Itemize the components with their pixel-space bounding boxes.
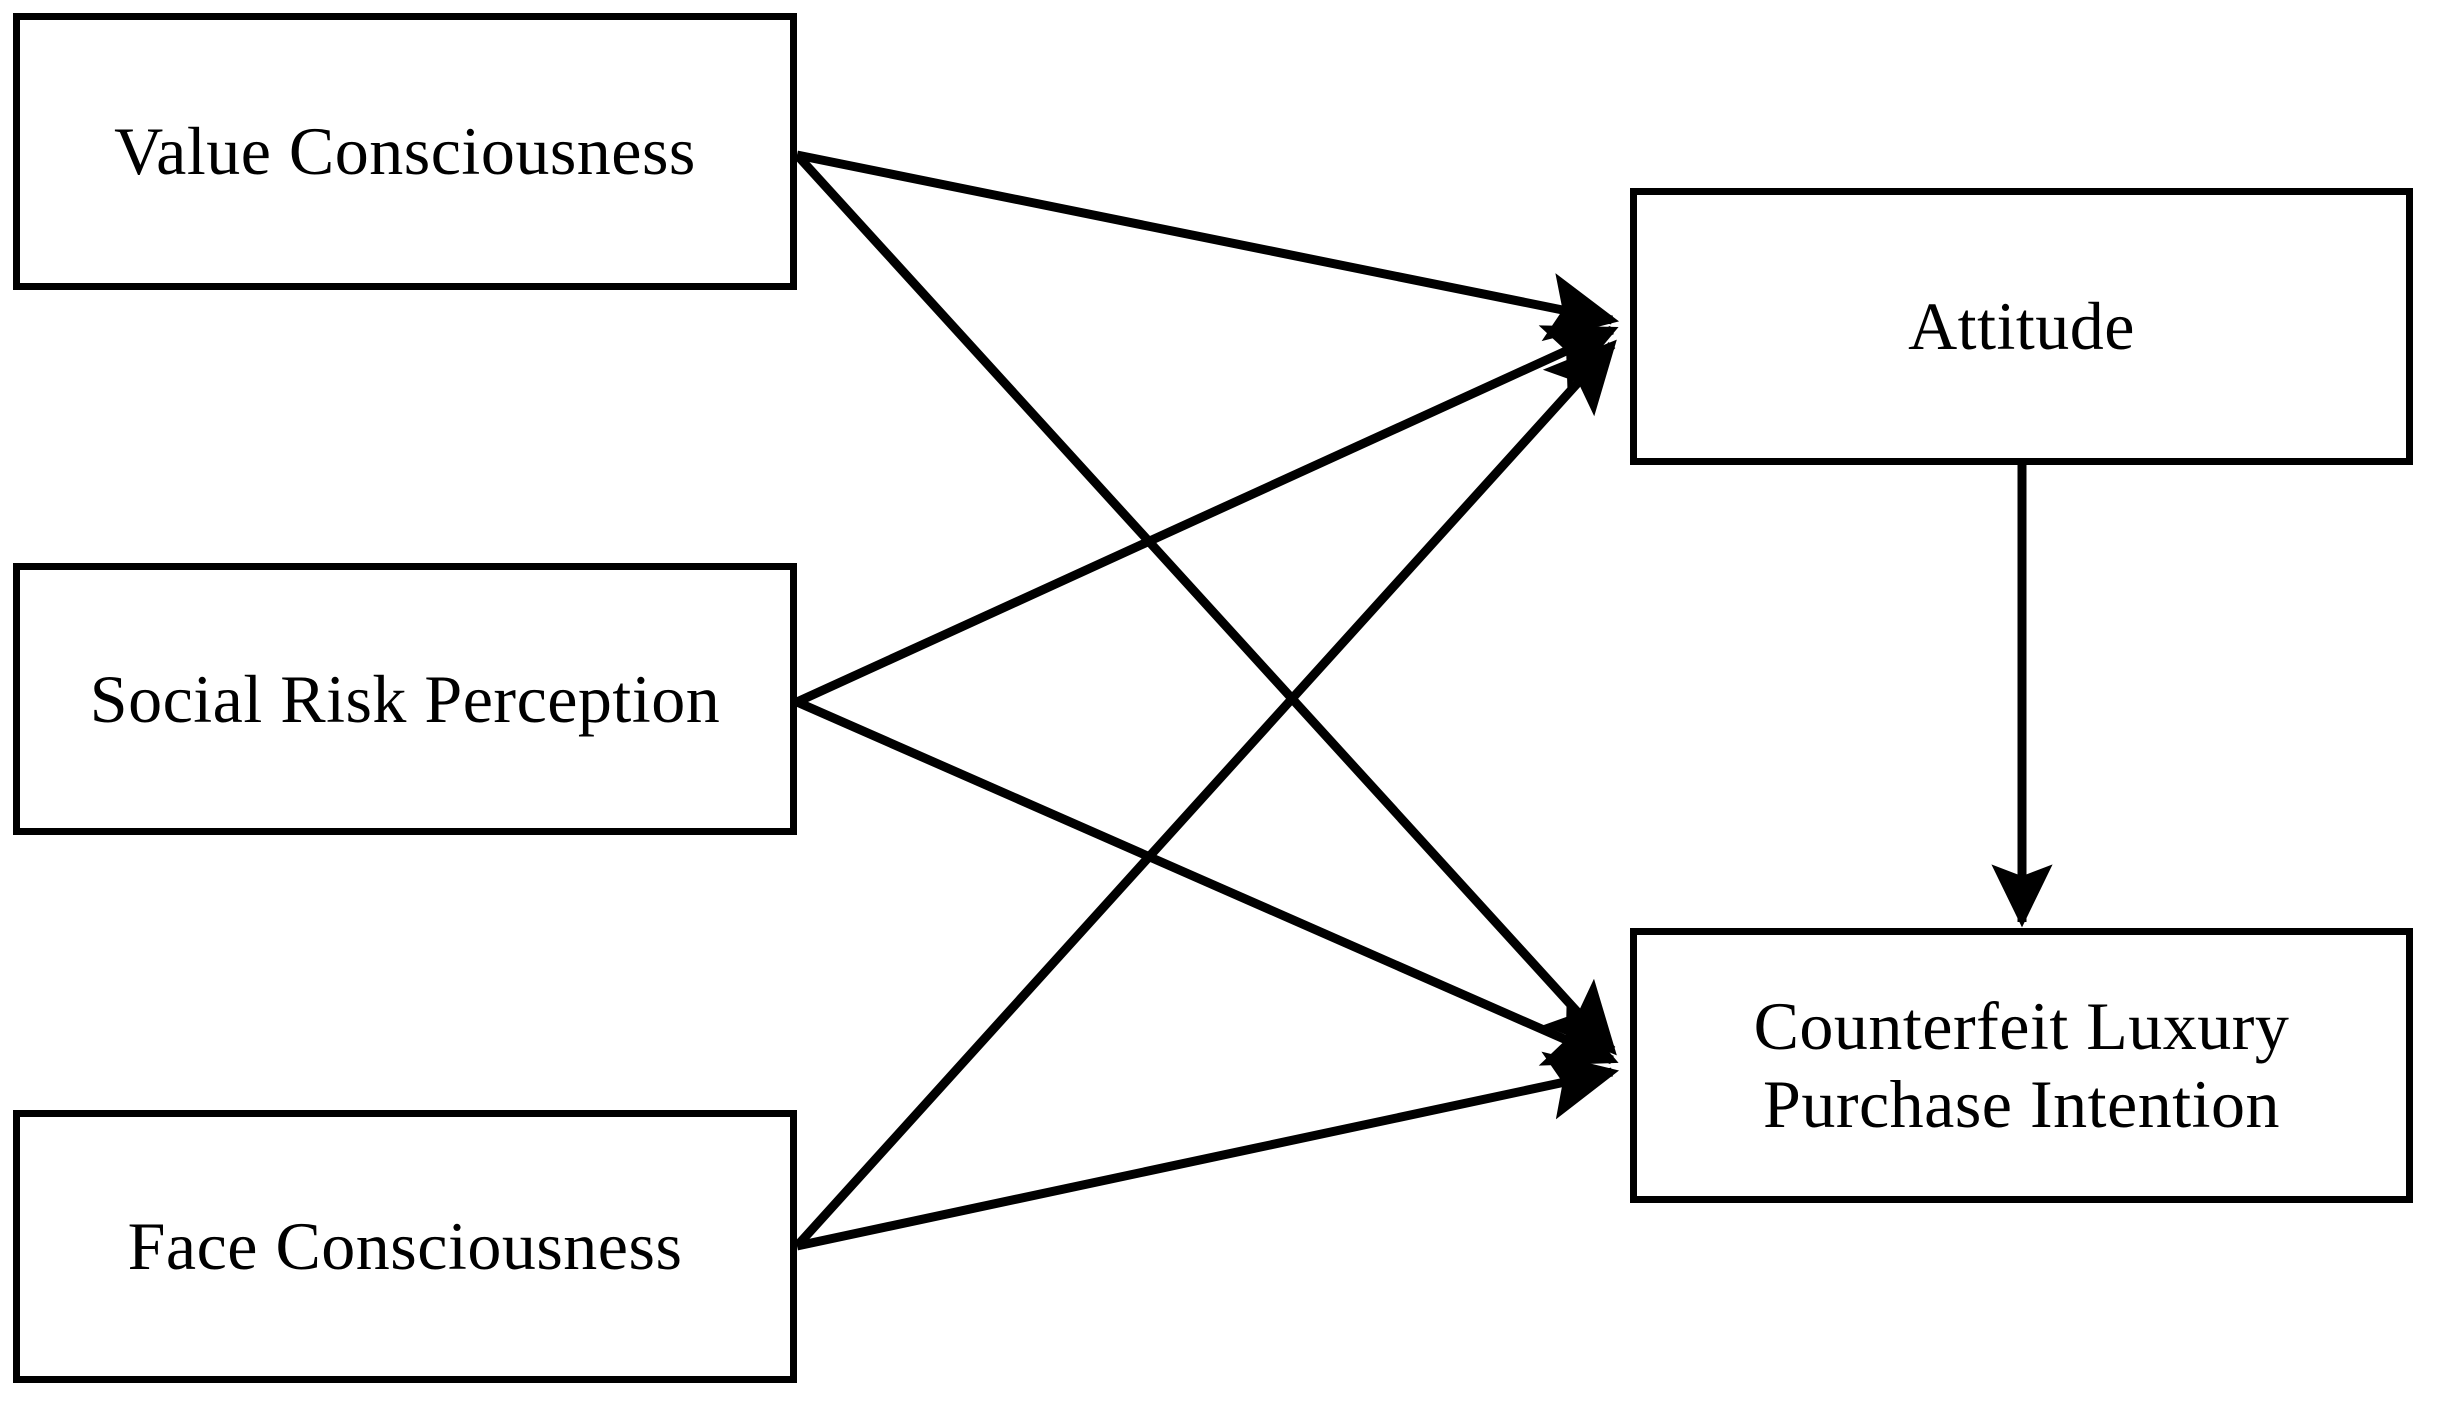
edge-face-consciousness-to-attitude <box>793 339 1617 1250</box>
node-label-social-risk-perception: Social Risk Perception <box>89 660 721 737</box>
edge-social-risk-perception-to-purchase-intention <box>795 697 1619 1066</box>
node-social-risk-perception[interactable]: Social Risk Perception <box>13 563 797 835</box>
node-label-counterfeit-luxury-purchase-intention: Counterfeit Luxury Purchase Intention <box>1753 987 2290 1142</box>
edge-social-risk-perception-to-attitude <box>795 325 1619 707</box>
edge-value-consciousness-to-attitude <box>796 150 1620 342</box>
node-label-attitude: Attitude <box>1908 288 2135 365</box>
edge-face-consciousness-to-purchase-intention <box>796 1051 1620 1251</box>
node-counterfeit-luxury-purchase-intention[interactable]: Counterfeit Luxury Purchase Intention <box>1630 928 2413 1203</box>
node-label-face-consciousness: Face Consciousness <box>127 1208 683 1285</box>
node-face-consciousness[interactable]: Face Consciousness <box>13 1110 797 1383</box>
node-value-consciousness[interactable]: Value Consciousness <box>13 13 797 290</box>
edge-value-consciousness-to-purchase-intention <box>793 151 1617 1056</box>
node-attitude[interactable]: Attitude <box>1630 188 2413 465</box>
node-label-value-consciousness: Value Consciousness <box>114 113 696 190</box>
